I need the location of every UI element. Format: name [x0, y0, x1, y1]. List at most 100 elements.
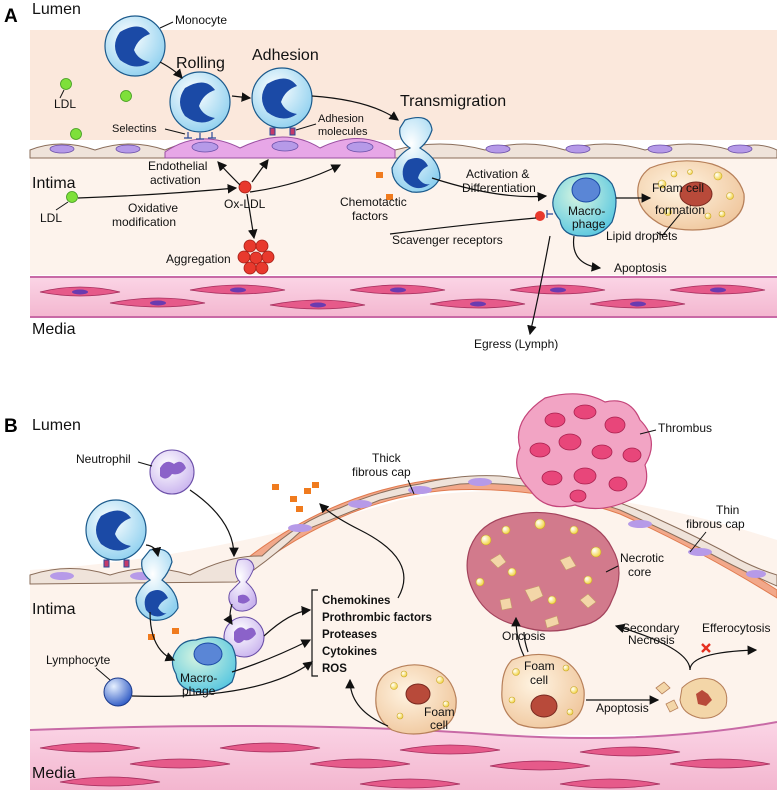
lipid-droplets-label: Lipid droplets [606, 229, 677, 243]
endothelium-row [29, 136, 777, 159]
neutrophil-label: Neutrophil [76, 452, 131, 466]
mediator-ros: ROS [322, 663, 347, 675]
egress-label: Egress (Lymph) [474, 337, 558, 351]
endothelium-row-b [29, 475, 777, 587]
neutrophil-cell [149, 449, 195, 495]
neutrophil-in-intima [223, 616, 265, 658]
adhering-monocyte-b [85, 499, 147, 568]
panel-a-intima-label: Intima [32, 175, 76, 192]
foam-cell-b1-label-2: cell [430, 718, 448, 732]
panel-b-lumen-label: Lumen [32, 417, 81, 434]
ldl-lumen-label: LDL [54, 97, 76, 111]
scavenged-ox-ldl [535, 211, 545, 221]
panel-b-media-label: Media [32, 765, 76, 782]
endothelial-activation-label-2: activation [150, 173, 201, 187]
ox-ldl-particle [238, 180, 252, 194]
macrophage-a-label-2: phage [572, 217, 606, 231]
panel-a-media-label: Media [32, 321, 76, 338]
apoptosis-b-label: Apoptosis [596, 701, 649, 715]
activation-label-2: Differentiation [462, 181, 536, 195]
thin-cap-label-1: Thin [716, 503, 739, 517]
macrophage-a-label-1: Macro- [568, 204, 605, 218]
aggregation-cluster [237, 239, 275, 275]
foam-cell-b2-label-1: Foam [524, 659, 555, 673]
transmigrating-neutrophil [228, 558, 257, 612]
panel-a: A Lumen Intima Media Monocyte Rolling Ad… [4, 1, 777, 351]
foam-cell-b2 [501, 653, 585, 729]
macrophage-b-label-1: Macro- [180, 671, 217, 685]
ldl-lumen-leader [59, 89, 65, 99]
efferocytosis-label: Efferocytosis [702, 621, 770, 635]
monocyte-cell [104, 15, 166, 77]
panel-b-intima-label: Intima [32, 601, 76, 618]
mediator-prothrombic-factors: Prothrombic factors [322, 612, 432, 624]
panel-a-arrows [77, 61, 681, 336]
adhesion-molecules-label-1: Adhesion [318, 113, 364, 125]
panel-b-arrows [131, 489, 758, 727]
monocyte-leader [159, 21, 174, 29]
lymphocyte-label: Lymphocyte [46, 653, 111, 667]
media-layer-a [30, 276, 777, 318]
transmigrating-cell [391, 117, 441, 193]
ldl-intima-leader [55, 201, 69, 211]
thick-cap-label-2: fibrous cap [352, 465, 411, 479]
activation-label-1: Activation & [466, 167, 529, 181]
foam-cell-b2-label-2: cell [530, 673, 548, 687]
smooth-muscle-nuclei-a [72, 287, 726, 308]
foam-cell-a [637, 160, 745, 231]
secondary-necrosis-label-1: Secondary [622, 621, 679, 635]
necrotic-core-leader [605, 565, 619, 573]
necrotic-core-label-1: Necrotic [620, 551, 664, 565]
rolling-label: Rolling [176, 55, 225, 72]
macrophage-a [546, 172, 617, 237]
foam-cell-b1 [375, 664, 457, 735]
panel-b-letter: B [4, 416, 18, 437]
secondary-necrosis-label-2: Necrosis [628, 633, 675, 647]
media-layer-b [29, 721, 777, 790]
chemotactic-factor-particles [376, 172, 393, 200]
thick-cap-label-1: Thick [372, 451, 402, 465]
thrombus-label: Thrombus [658, 421, 712, 435]
selectins-leader [164, 128, 186, 135]
mediator-proteases: Proteases [322, 629, 377, 641]
thin-cap-leader [689, 531, 707, 553]
foam-cell-b1-label-1: Foam [424, 705, 455, 719]
macrophage-b [148, 628, 237, 693]
chemotactic-label-2: factors [352, 209, 388, 223]
chemotactic-label-1: Chemotactic [340, 195, 407, 209]
neutrophil-leader [137, 461, 153, 467]
adhesion-molecules-leader [295, 123, 317, 131]
adhesion-cell [251, 67, 313, 136]
transmigrating-monocyte-b [135, 548, 179, 621]
scavenger-receptors-label: Scavenger receptors [392, 233, 503, 247]
blocked-efferocytosis-x-icon [701, 643, 711, 653]
panel-b: B Lumen Intima Media Neutrophil [4, 393, 777, 790]
thin-cap-label-2: fibrous cap [686, 517, 745, 531]
selectins-label: Selectins [112, 123, 157, 135]
rolling-cell [169, 71, 231, 140]
thick-cap-leader [407, 479, 415, 495]
oxidative-modification-label-2: modification [112, 215, 176, 229]
panel-a-letter: A [4, 6, 18, 27]
oxidative-modification-label-1: Oxidative [128, 201, 178, 215]
apoptotic-cell-fragments [655, 677, 728, 719]
adhesion-molecules-label-2: molecules [318, 126, 368, 138]
ldl-intima-label: LDL [40, 211, 62, 225]
apoptosis-a-label: Apoptosis [614, 261, 667, 275]
lymphocyte-cell [103, 677, 133, 707]
foam-cell-formation-label-2: formation [655, 203, 705, 217]
released-factors [272, 482, 319, 512]
ldl-particles [60, 78, 132, 203]
endothelial-activation-label-1: Endothelial [148, 159, 207, 173]
necrotic-core [466, 511, 620, 632]
necrotic-core-label-2: core [628, 565, 652, 579]
transmigration-label: Transmigration [400, 93, 506, 110]
lymphocyte-leader [95, 667, 111, 681]
thrombus [516, 393, 652, 510]
foam-cell-formation-label-1: Foam cell [652, 181, 704, 195]
monocyte-label: Monocyte [175, 13, 227, 27]
thrombus-leader [639, 429, 657, 435]
aggregation-label: Aggregation [166, 252, 231, 266]
